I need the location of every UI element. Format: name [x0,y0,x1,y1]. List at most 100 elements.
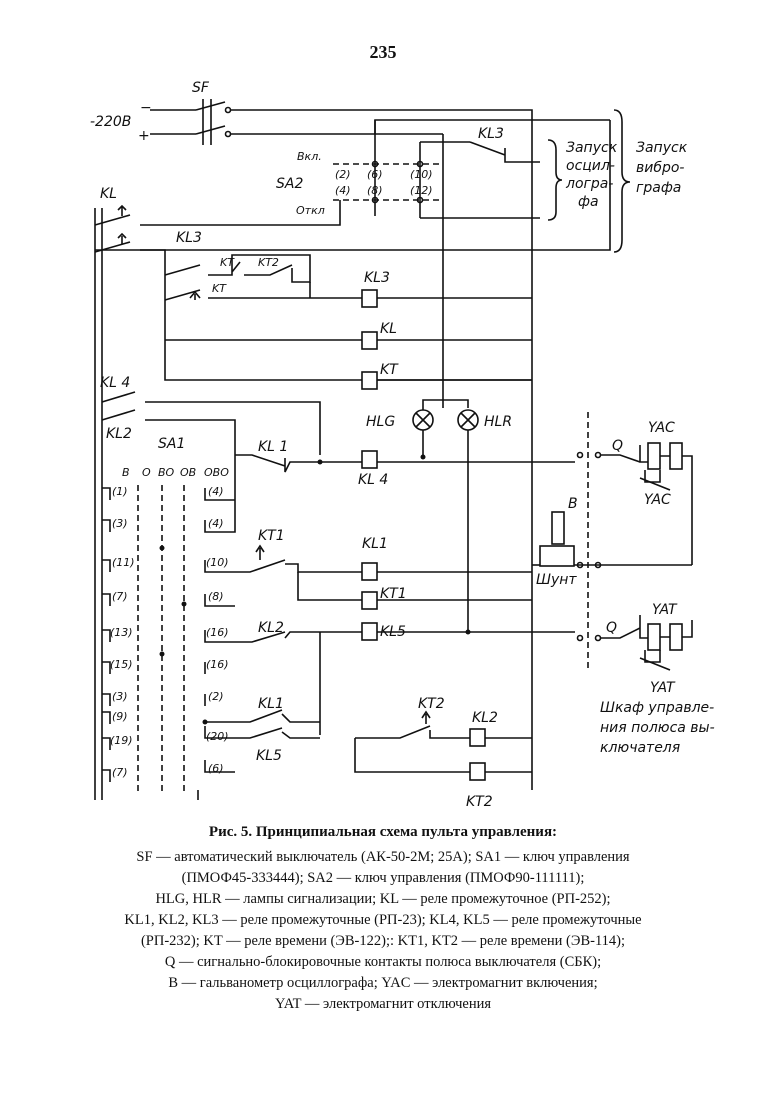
osc-label-1: Запуск [566,140,618,156]
page-number: 235 [369,42,397,62]
coil-kl1-label: KL1 [362,536,388,552]
sa1-col-1: О [142,466,151,479]
sa1-right-4: (16) [206,626,229,639]
kl1-b-label: KL1 [258,696,284,712]
sa1-right-contacts [204,455,236,773]
coil-kt2-label: KT2 [466,794,493,810]
sa2-c6: (6) [367,168,383,181]
sa2-c10: (10) [410,168,433,181]
sa2-c2: (2) [335,168,351,181]
osc-label-4: фа [578,194,599,210]
kl-contacts [94,200,532,800]
sa1-right-1: (4) [208,517,224,530]
cabinet-label-3: ключателя [600,740,680,756]
sa2-c4: (4) [335,184,351,197]
legend-line-8: YAT — электромагнит отключения [274,996,492,1012]
voltage-label: -220В [90,114,131,130]
kl3-coil [361,289,378,308]
sa1-col-0: В [122,466,130,479]
osc-label-2: осцил- [566,158,615,174]
sa1-left-6: (3) [112,690,128,703]
legend-line-6: Q — сигнально-блокировочные контакты пол… [164,954,602,970]
sa1-left-2: (11) [112,556,135,569]
yac-magnet [639,442,693,565]
vib-label-2: вибро- [636,160,685,176]
sa1-left-1: (3) [112,517,128,530]
sa1-left-5: (15) [110,658,133,671]
q2-label: Q [606,620,617,636]
sa1-right-6: (2) [208,690,224,703]
coil-kl4-label: KL 4 [358,472,388,488]
coil-kl-label: KL [380,321,397,337]
sa1-left-0: (1) [112,485,128,498]
kl5-row [235,615,648,735]
kt1-coil [361,591,378,610]
shunt-galvanometer [532,511,692,569]
sa1-col-4: ОВО [204,466,229,479]
kl1-kl5-contacts [205,709,320,739]
sa1-right-2: (10) [206,556,229,569]
kt-a-label: KT [220,256,235,269]
legend-line-1: SF — автоматический выключатель (АК-50-2… [136,849,630,865]
vkl-label: Вкл. [297,150,322,163]
yat-label-2: YAT [650,680,676,696]
sa1-left-4: (13) [110,626,133,639]
sf-label: SF [192,80,210,96]
sa1-left-3: (7) [112,590,128,603]
otkl-label: Откл [296,204,325,217]
sa1-right-0: (4) [208,485,224,498]
shunt-label: Шунт [536,572,577,588]
sa1-left-7: (9) [112,710,128,723]
kt-coil [361,371,378,390]
kl-label: KL [100,186,117,202]
legend-line-3: HLG, HLR — лампы сигнализации; KL — реле… [155,891,611,907]
osc-brace [547,139,563,221]
sa1-left-8: (19) [110,734,133,747]
coil-kt1-label: KT1 [380,586,407,602]
legend-line-7: В — гальванометр осциллографа; YAC — эле… [168,975,598,991]
kt2-coil [469,762,486,781]
kl4-row [235,445,648,473]
legend-line-5: (РП-232); KT — реле времени (ЭВ-122);: K… [140,933,626,949]
sa1-right-7: (20) [206,730,229,743]
b-label: B [568,496,578,512]
sa1-left-9: (7) [112,766,128,779]
cabinet-label-1: Шкаф управле- [600,700,714,716]
legend-line-2: (ПМОФ45-333444); SA2 — ключ управления (… [181,870,585,886]
sa1-right-3: (8) [208,590,224,603]
kl1-coil [361,562,378,581]
osc-label-3: логра- [565,176,613,192]
sa2-label: SA2 [276,176,303,192]
sa2-c8: (8) [367,184,383,197]
hlg-label: HLG [366,414,395,430]
sa2-c12: (12) [410,184,433,197]
coil-kl3-label: KL3 [364,270,390,286]
hlr-label: HLR [484,414,512,430]
kl5-coil [361,622,378,641]
q1-label-yac: YAC [648,420,675,436]
kl2-label: KL2 [106,426,132,442]
minus-label: − [140,100,152,116]
kl4-coil [361,450,378,469]
kl2-coil [469,728,486,747]
sa1-left-contacts [102,487,111,782]
legend-line-4: KL1, KL2, KL3 — реле промежуточные (РП-2… [124,912,642,928]
coil-kl2-label: KL2 [472,710,498,726]
vib-label-3: графа [636,180,681,196]
kl3-top-label: KL3 [478,126,504,142]
kl1-a-label: KL 1 [258,439,288,455]
kt1-label: KT1 [258,528,285,544]
kl5-label: KL5 [256,748,282,764]
kl4-kl2-contacts [101,391,321,455]
yac-label-2: YAC [644,492,671,508]
sa1-right-8: (6) [208,762,224,775]
q1-label: Q [612,438,623,454]
kl-coil [361,331,378,350]
coil-kt-label: KT [380,362,399,378]
kl3-b-label: KL3 [176,230,202,246]
vib-label-1: Запуск [636,140,688,156]
figure-caption: Рис. 5. Принципиальная схема пульта упра… [70,822,696,1015]
control-panel-schematic: SF -220В − + KL3 Вкл. SA2 Откл (2) (4) (… [90,80,715,810]
kt2-b-label: KT2 [418,696,445,712]
sa1-label: SA1 [158,436,185,452]
